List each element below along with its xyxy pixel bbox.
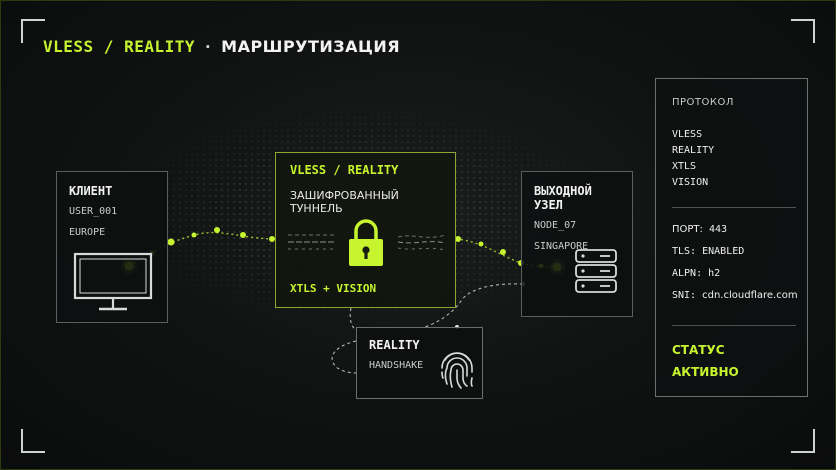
page-title: VLESS / REALITY · МАРШРУТИЗАЦИЯ xyxy=(43,37,400,56)
port-row: ПОРТ: 443 xyxy=(672,219,798,241)
fingerprint-icon xyxy=(441,352,473,389)
client-user: USER_001 xyxy=(69,206,118,217)
sni-label: SNI: xyxy=(672,290,697,301)
node-dot xyxy=(269,236,275,242)
tls-label: TLS: xyxy=(672,246,697,257)
handshake-card: REALITY HANDSHAKE xyxy=(356,327,483,399)
title-text: МАРШРУТИЗАЦИЯ xyxy=(221,37,401,56)
alpn-label: ALPN: xyxy=(672,268,703,279)
monitor-icon xyxy=(73,252,153,311)
corner-bracket-bottom-left xyxy=(21,429,45,453)
node-dot xyxy=(500,249,506,255)
protocol-item: VISION xyxy=(672,177,709,188)
status-value: АКТИВНО xyxy=(672,365,739,379)
node-dot xyxy=(240,232,246,238)
protocol-list: VLESS REALITY XTLS VISION xyxy=(672,127,714,191)
protocol-item: VLESS xyxy=(672,129,703,140)
server-icon xyxy=(575,249,617,293)
corner-bracket-bottom-right xyxy=(791,429,815,453)
node-dot xyxy=(214,227,220,233)
node-dot xyxy=(455,236,461,242)
connection-params: ПОРТ: 443 TLS: ENABLED ALPN: h2 SNI: cdn… xyxy=(672,219,798,307)
sni-row: SNI: cdn.cloudflare.com xyxy=(672,285,798,307)
tunnel-footer: XTLS + VISION xyxy=(290,282,377,295)
divider xyxy=(672,325,796,326)
port-label: ПОРТ: xyxy=(672,224,703,235)
node-dot xyxy=(478,241,484,247)
node-dot xyxy=(167,238,175,246)
corner-bracket-top-left xyxy=(21,19,45,43)
protocol-item: REALITY xyxy=(672,145,715,156)
sni-value: cdn.cloudflare.com xyxy=(702,290,798,301)
tunnel-subtitle: ЗАШИФРОВАННЫЙ ТУННЕЛЬ xyxy=(290,189,399,215)
client-card: КЛИЕНТ USER_001 EUROPE xyxy=(56,171,168,323)
exit-node-title: ВЫХОДНОЙ УЗЕЛ xyxy=(534,184,592,212)
title-accent: VLESS / REALITY xyxy=(43,37,195,56)
status-label: СТАТУС xyxy=(672,343,725,357)
node-dot xyxy=(191,232,197,238)
exit-node-card: ВЫХОДНОЙ УЗЕЛ NODE_07 SINGAPORE xyxy=(521,171,633,317)
port-value: 443 xyxy=(708,224,727,235)
exit-node-region: SINGAPORE xyxy=(534,241,589,252)
tunnel-title: VLESS / REALITY xyxy=(290,163,399,177)
alpn-row: ALPN: h2 xyxy=(672,263,798,285)
client-region: EUROPE xyxy=(69,227,106,238)
handshake-link-left xyxy=(331,340,357,374)
title-separator: · xyxy=(203,37,214,56)
handshake-subtitle: HANDSHAKE xyxy=(369,360,424,371)
alpn-value: h2 xyxy=(708,268,721,279)
info-panel: ПРОТОКОЛ VLESS REALITY XTLS VISION ПОРТ:… xyxy=(655,78,808,397)
handshake-title: REALITY xyxy=(369,338,420,352)
protocol-section: ПРОТОКОЛ xyxy=(672,97,734,108)
corner-bracket-top-right xyxy=(791,19,815,43)
tls-row: TLS: ENABLED xyxy=(672,241,798,263)
client-title: КЛИЕНТ xyxy=(69,184,113,198)
lock-icon xyxy=(349,219,383,266)
data-stream-lines xyxy=(288,234,445,251)
protocol-label: ПРОТОКОЛ xyxy=(672,97,734,108)
protocol-item: XTLS xyxy=(672,161,697,172)
exit-node-id: NODE_07 xyxy=(534,220,577,231)
handshake-link-top xyxy=(420,283,524,329)
tls-value: ENABLED xyxy=(702,246,745,257)
tunnel-card: VLESS / REALITY ЗАШИФРОВАННЫЙ ТУННЕЛЬ XT… xyxy=(275,152,456,308)
handshake-link-tunnel xyxy=(349,307,358,332)
divider xyxy=(672,207,796,208)
status-section: СТАТУС АКТИВНО xyxy=(672,339,739,383)
